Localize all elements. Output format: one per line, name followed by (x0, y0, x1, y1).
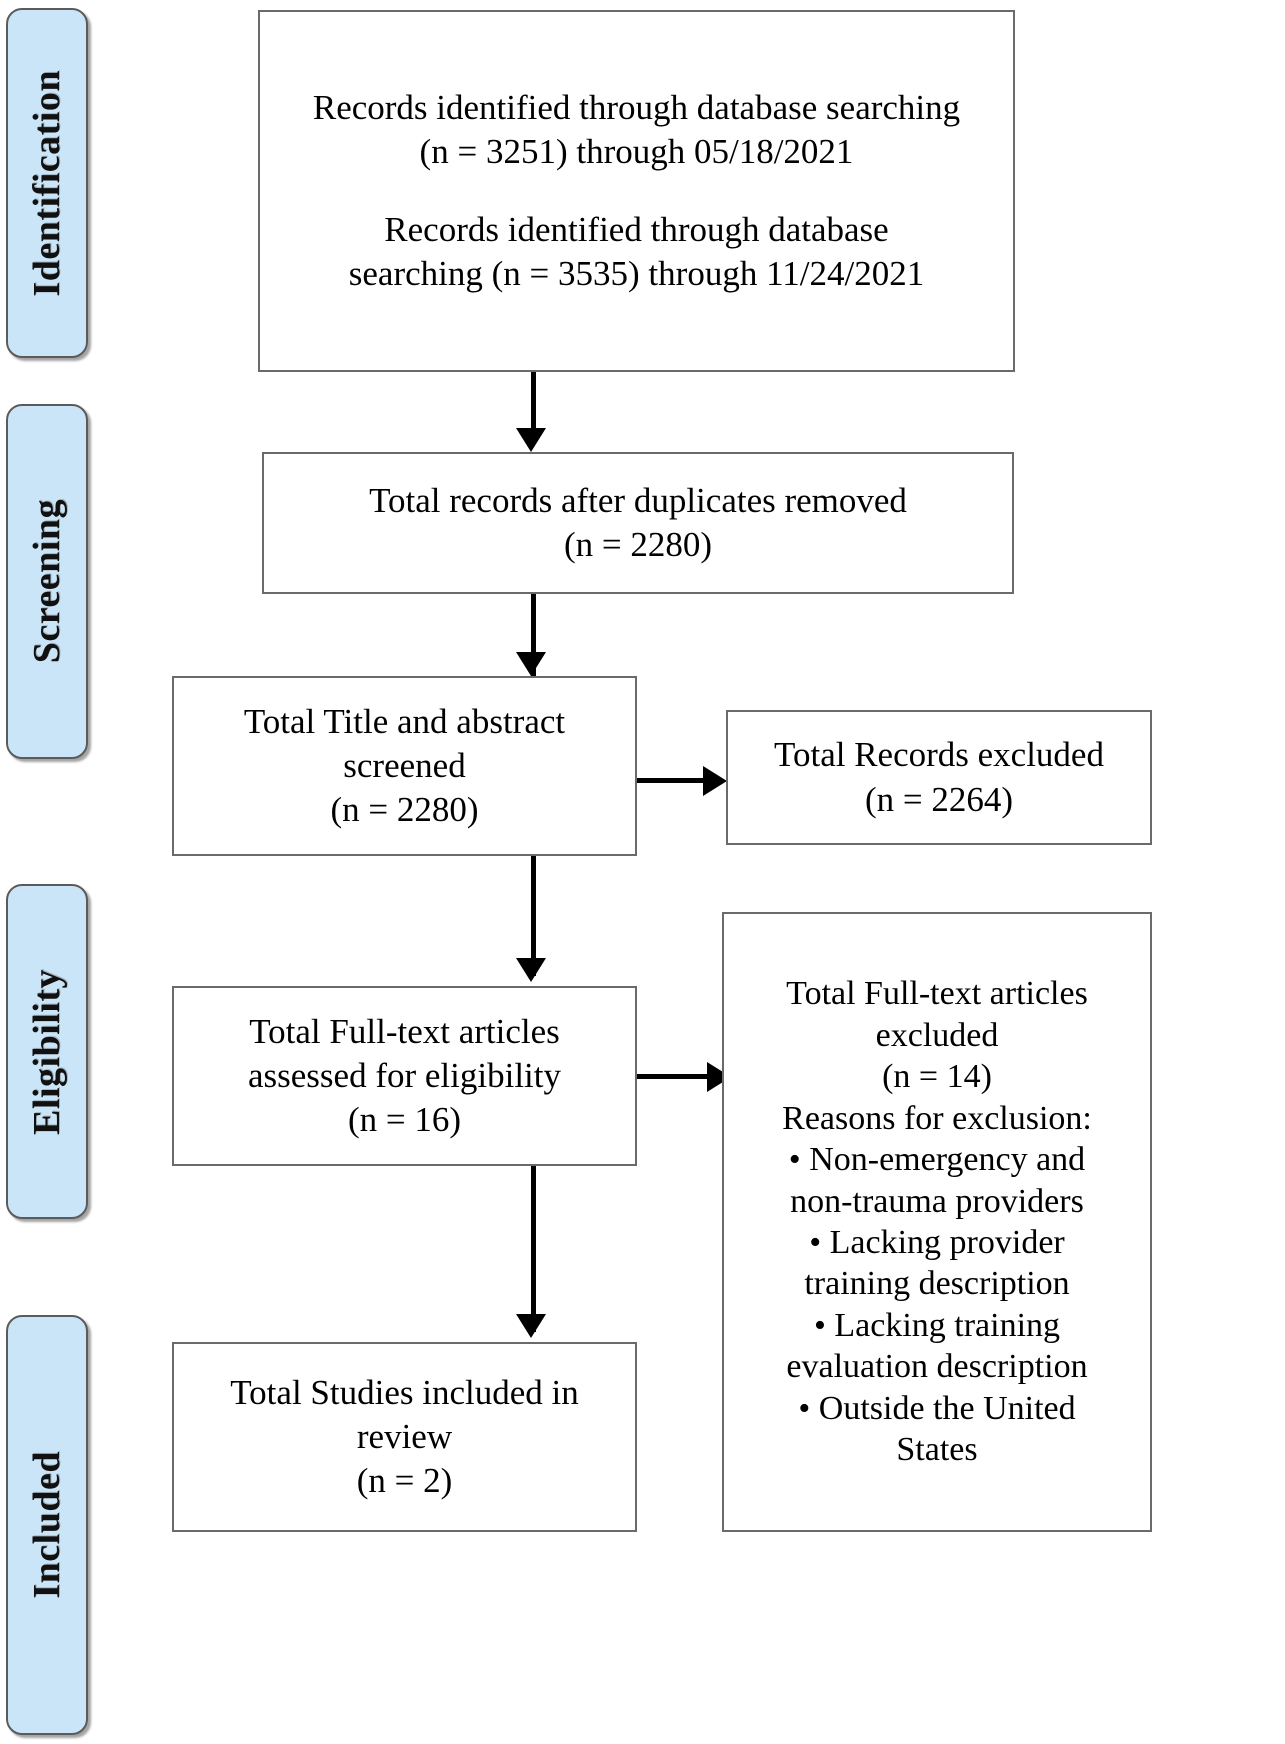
exclusion-reason-3-line1: • Lacking training (813, 1306, 1061, 1344)
node-duplicates-removed: Total records after duplicates removed (… (262, 452, 1014, 594)
fulltext-assessed-line1: Total Full-text articles (249, 1011, 560, 1051)
node-title-abstract-screened: Total Title and abstract screened (n = 2… (172, 676, 637, 856)
stage-label-included-text: Included (26, 1451, 68, 1599)
node-records-excluded: Total Records excluded (n = 2264) (726, 710, 1152, 845)
fulltext-excluded-line2: excluded (875, 1016, 999, 1054)
stage-label-screening: Screening (6, 404, 88, 759)
duplicates-removed-line1: Total records after duplicates removed (369, 480, 907, 520)
fulltext-excluded-line3: (n = 14) (882, 1058, 992, 1096)
records-identified-spacer (274, 174, 999, 208)
arrowhead-identified-to-duplicates (516, 428, 546, 452)
stage-label-screening-text: Screening (26, 499, 68, 664)
stage-label-eligibility-text: Eligibility (26, 968, 68, 1135)
arrowhead-fulltext-to-included (516, 1314, 546, 1338)
node-records-identified: Records identified through database sear… (258, 10, 1015, 372)
exclusion-reason-1-line1: • Non-emergency and (788, 1141, 1086, 1179)
records-identified-line4: searching (n = 3535) through 11/24/2021 (348, 254, 925, 294)
connector-identified-to-duplicates (531, 372, 536, 434)
exclusion-reason-4-line2: States (896, 1431, 978, 1469)
title-abstract-screened-line1: Total Title and abstract (243, 701, 566, 741)
exclusion-reason-1-line2: non-trauma providers (790, 1182, 1084, 1220)
connector-fulltext-to-fulltext-excluded (637, 1074, 715, 1079)
fulltext-assessed-line3: (n = 16) (347, 1100, 462, 1140)
exclusion-reason-2-line1: • Lacking provider (809, 1224, 1065, 1261)
fulltext-excluded-line1: Total Full-text articles (786, 975, 1088, 1013)
title-abstract-screened-line2: screened (343, 745, 466, 785)
records-excluded-line1: Total Records excluded (774, 735, 1104, 775)
connector-fulltext-to-included (531, 1166, 536, 1332)
node-fulltext-assessed: Total Full-text articles assessed for el… (172, 986, 637, 1166)
studies-included-line2: review (356, 1416, 453, 1456)
studies-included-line1: Total Studies included in (230, 1372, 579, 1412)
connector-screened-to-fulltext (531, 856, 536, 976)
records-identified-line1: Records identified through database sear… (312, 87, 961, 127)
arrowhead-screened-to-fulltext (516, 958, 546, 982)
studies-included-line3: (n = 2) (356, 1461, 453, 1501)
exclusion-reason-3-line2: evaluation description (786, 1348, 1088, 1386)
arrowhead-duplicates-to-screened (516, 652, 546, 676)
arrowhead-screened-to-records-excluded (703, 766, 727, 796)
connector-duplicates-to-screened (531, 594, 536, 678)
stage-label-included: Included (6, 1315, 88, 1735)
node-fulltext-excluded: Total Full-text articles excluded (n = 1… (722, 912, 1152, 1532)
duplicates-removed-line2: (n = 2280) (563, 525, 713, 564)
fulltext-assessed-line2: assessed for eligibility (247, 1055, 561, 1095)
records-identified-line3: Records identified through database (384, 210, 889, 249)
stage-label-eligibility: Eligibility (6, 884, 88, 1219)
title-abstract-screened-line3: (n = 2280) (330, 790, 479, 830)
stage-label-identification-text: Identification (26, 69, 68, 297)
exclusion-reason-2-line2: training description (804, 1265, 1070, 1303)
records-identified-line2: (n = 3251) through 05/18/2021 (419, 131, 854, 171)
connector-screened-to-records-excluded (637, 778, 709, 783)
stage-label-identification: Identification (6, 8, 88, 358)
fulltext-excluded-reasons-heading: Reasons for exclusion: (782, 1099, 1092, 1137)
exclusion-reason-4-line1: • Outside the United (798, 1389, 1076, 1427)
node-studies-included: Total Studies included in review (n = 2) (172, 1342, 637, 1532)
records-excluded-line2: (n = 2264) (864, 779, 1014, 819)
